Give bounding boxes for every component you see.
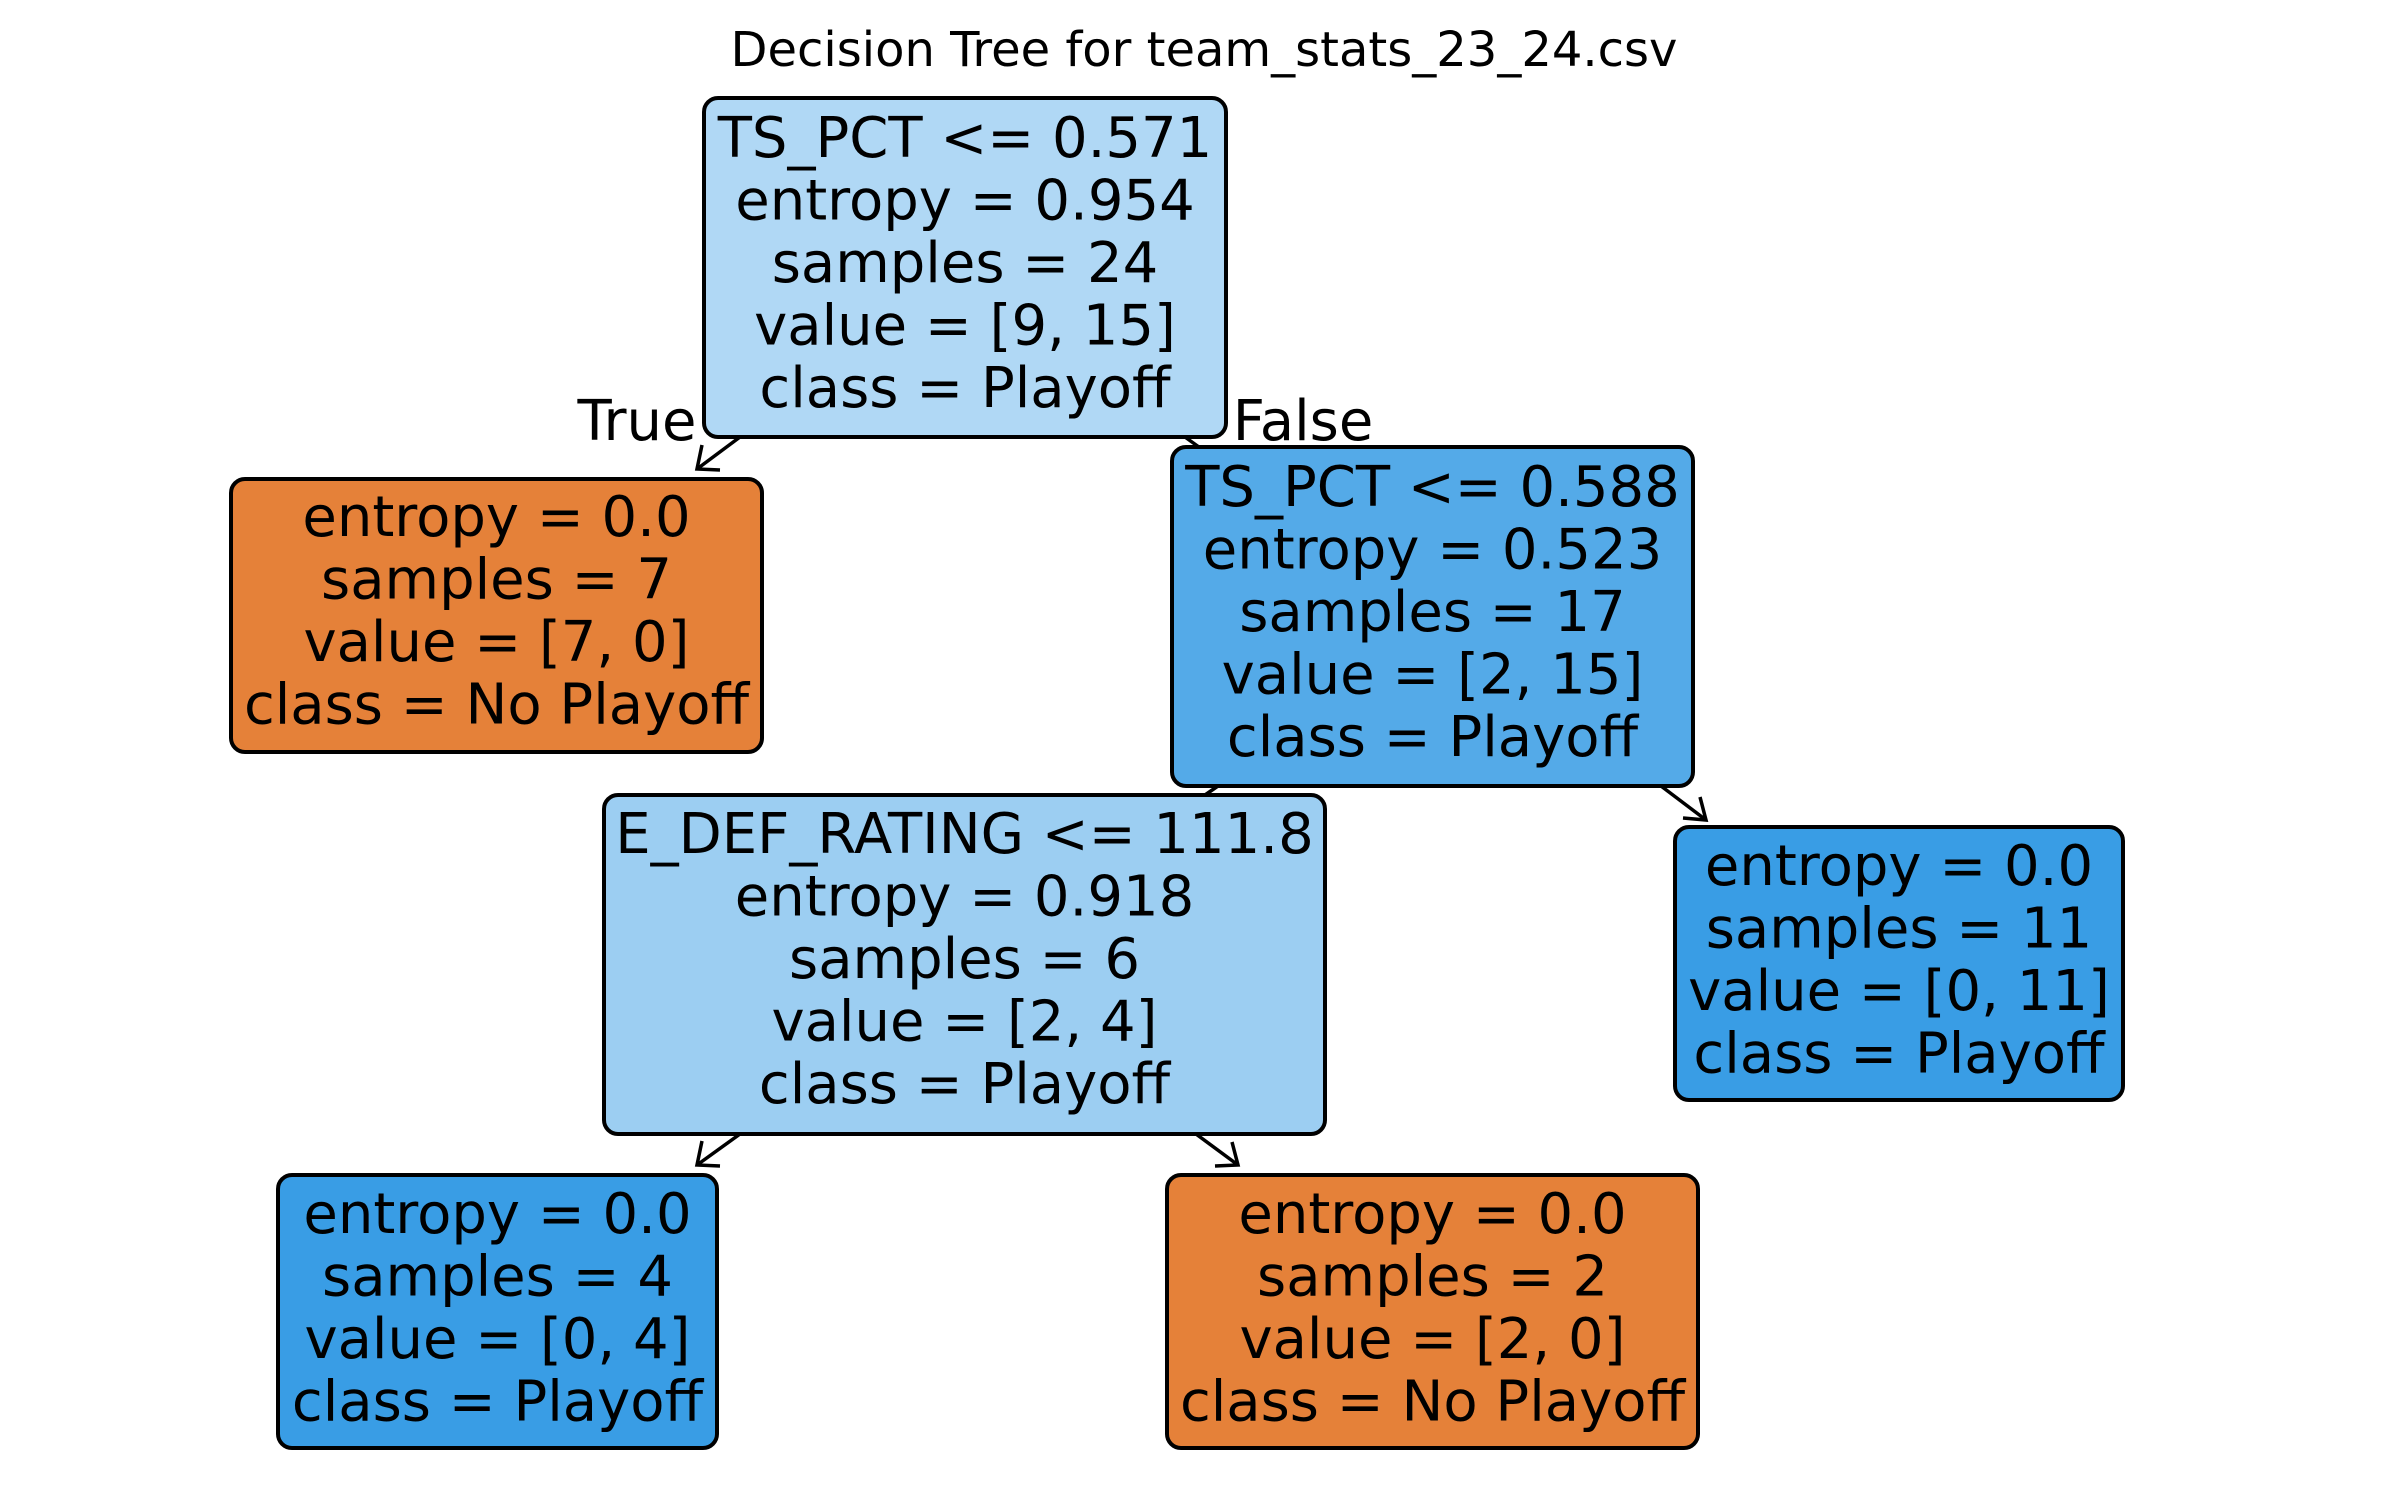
node-text-line: entropy = 0.0 xyxy=(303,1182,691,1247)
node-text-line: samples = 11 xyxy=(1706,897,2093,962)
node-text-line: value = [2, 0] xyxy=(1239,1307,1625,1372)
node-text-line: samples = 2 xyxy=(1257,1245,1608,1310)
node-text-line: value = [9, 15] xyxy=(754,294,1176,359)
node-text-line: samples = 7 xyxy=(321,548,672,613)
node-text-line: value = [0, 4] xyxy=(304,1307,690,1372)
node-text-line: value = [0, 11] xyxy=(1688,959,2110,1024)
node-text-line: class = Playoff xyxy=(759,1052,1172,1117)
node-text-line: samples = 24 xyxy=(772,231,1159,296)
node-box xyxy=(1673,825,2125,1102)
node-text-line: E_DEF_RATING <= 111.8 xyxy=(615,802,1313,867)
node-text-line: value = [2, 4] xyxy=(771,990,1157,1055)
edge-def-rating-to-bottom-left xyxy=(694,1132,742,1168)
node-text-line: TS_PCT <= 0.588 xyxy=(1184,455,1680,520)
node-text-line: samples = 6 xyxy=(789,927,1140,992)
tree-edges xyxy=(694,435,1709,1168)
node-text-line: entropy = 0.523 xyxy=(1203,518,1662,583)
edge-label-true: True xyxy=(577,389,697,454)
node-text-line: class = No Playoff xyxy=(244,673,751,738)
node-box xyxy=(229,477,764,754)
node-text-line: samples = 4 xyxy=(322,1245,673,1310)
node-text-line: samples = 17 xyxy=(1239,580,1626,645)
node-text-line: class = Playoff xyxy=(759,356,1172,421)
node-text-line: entropy = 0.0 xyxy=(1705,834,2093,899)
node-text-line: value = [2, 15] xyxy=(1222,643,1644,708)
node-text-line: class = Playoff xyxy=(1227,705,1640,770)
node-text-line: entropy = 0.954 xyxy=(735,169,1194,234)
node-box xyxy=(1170,445,1695,788)
node-text-line: class = Playoff xyxy=(292,1370,705,1435)
node-text-line: entropy = 0.0 xyxy=(302,485,690,550)
edge-root-to-left xyxy=(694,435,742,472)
node-box xyxy=(1165,1173,1700,1450)
node-text-line: class = No Playoff xyxy=(1180,1370,1687,1435)
edge-label-false: False xyxy=(1233,389,1374,454)
node-box xyxy=(602,793,1327,1136)
node-text-line: class = Playoff xyxy=(1693,1022,2106,1087)
node-text-line: entropy = 0.918 xyxy=(735,865,1194,930)
node-text-line: TS_PCT <= 0.571 xyxy=(717,106,1213,171)
edge-right-split-to-right-leaf xyxy=(1659,784,1709,822)
node-text-line: entropy = 0.0 xyxy=(1238,1182,1626,1247)
node-box xyxy=(702,96,1228,439)
edge-def-rating-to-bottom-right xyxy=(1194,1132,1241,1168)
node-text-line: value = [7, 0] xyxy=(303,610,689,675)
node-box xyxy=(276,1173,719,1450)
diagram-title: Decision Tree for team_stats_23_24.csv xyxy=(731,22,1678,78)
